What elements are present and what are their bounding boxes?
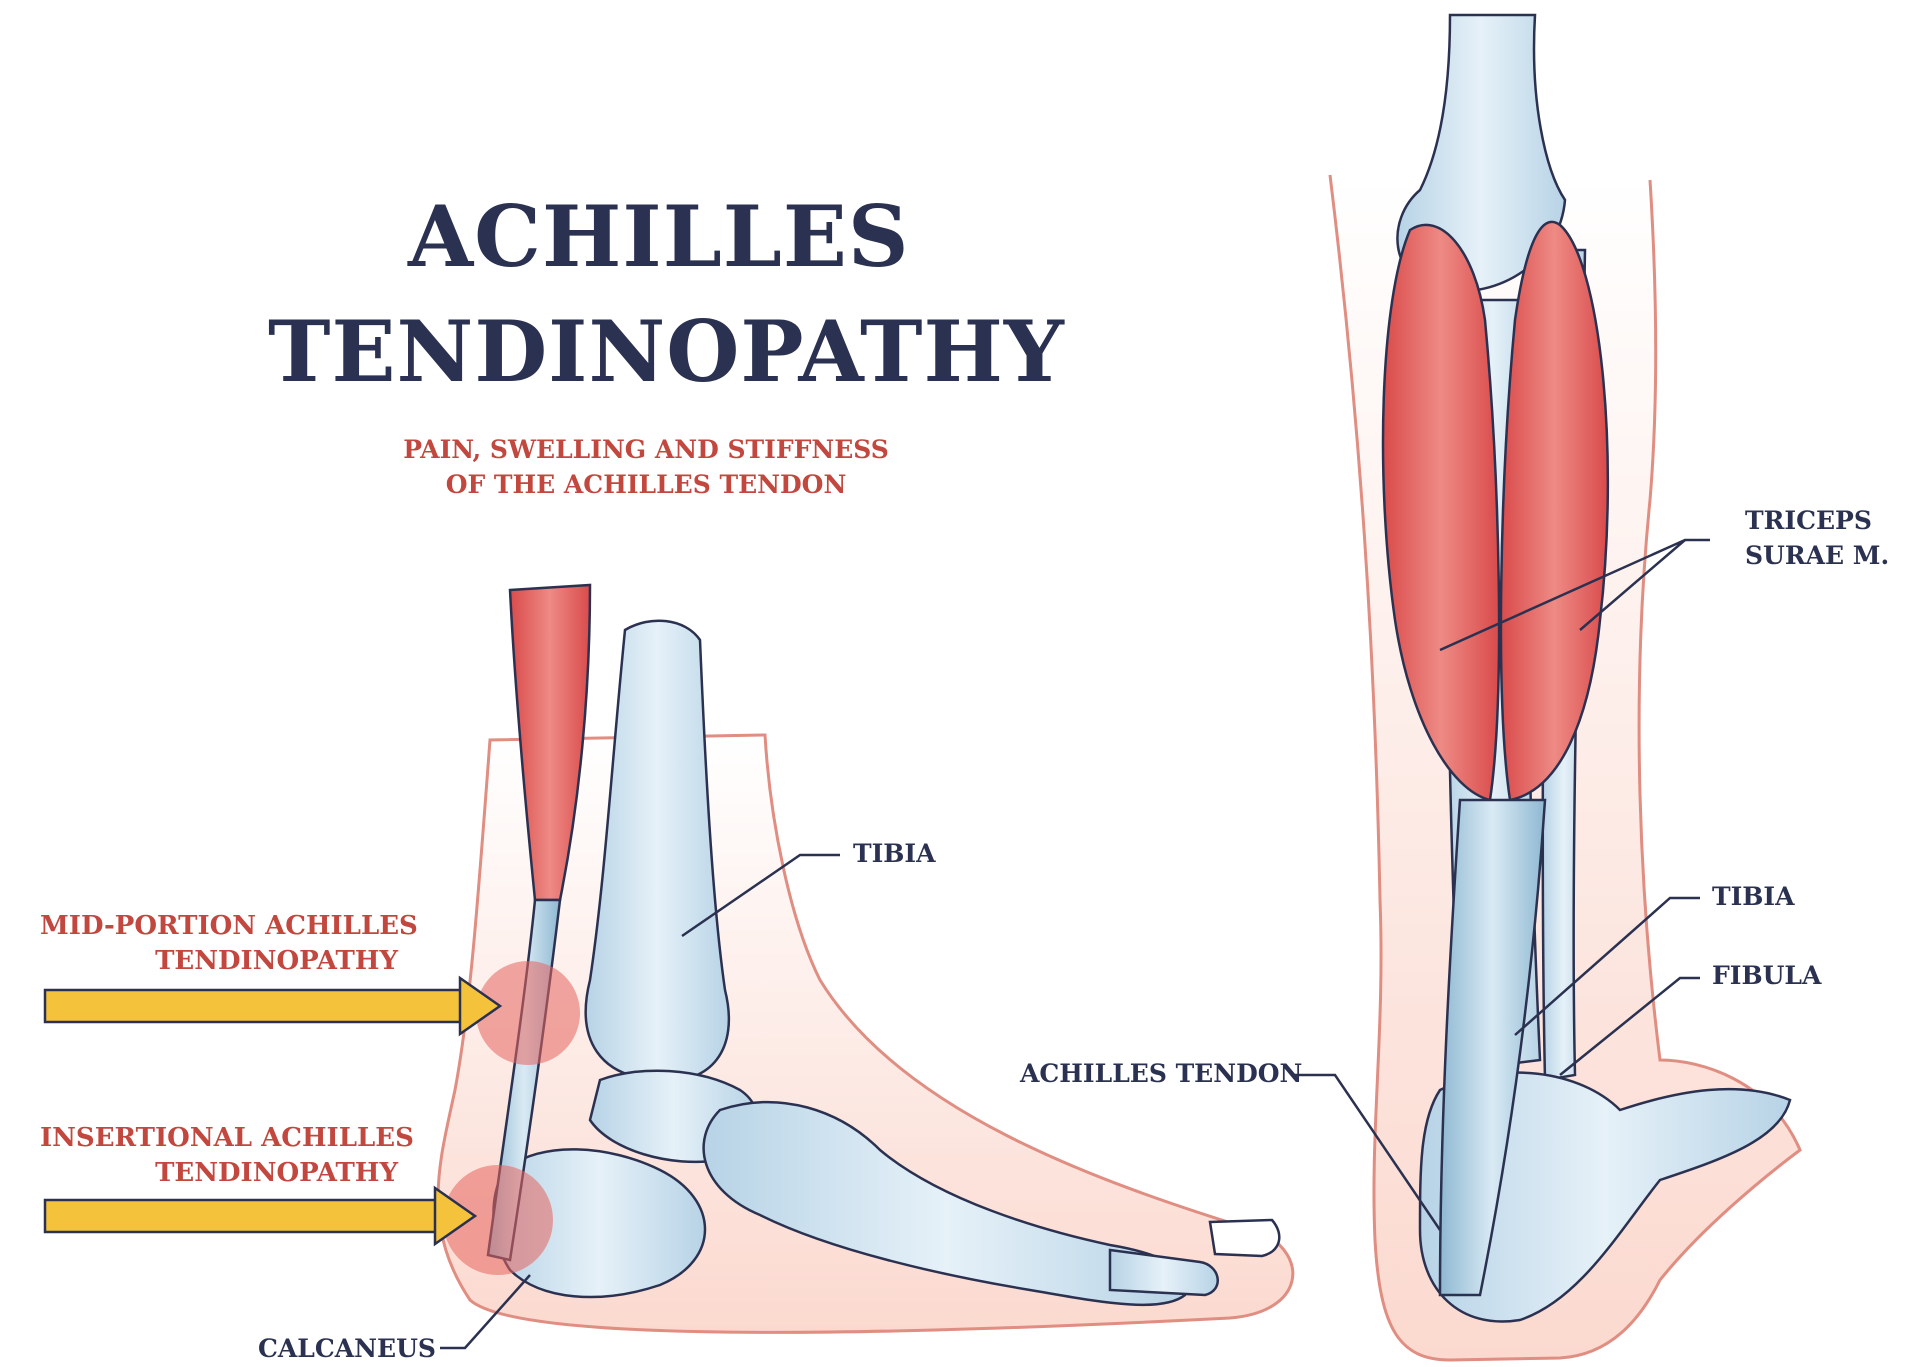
calcaneus-label: CALCANEUS	[258, 1334, 436, 1363]
insertional-label-line-1: INSERTIONAL ACHILLES	[40, 1123, 414, 1153]
insertional-label-line-2: TENDINOPATHY	[155, 1158, 398, 1188]
title-line-1: ACHILLES	[408, 187, 910, 286]
mid-portion-arrow	[43, 975, 503, 1037]
big-toe-nail	[1208, 1218, 1281, 1258]
back-tibia-leader	[1514, 896, 1700, 1036]
side-tibia-label: TIBIA	[853, 839, 936, 868]
triceps-surae-label-line-2: SURAE M.	[1745, 541, 1890, 570]
achilles-tendon-leader	[1295, 1073, 1442, 1231]
back-tibia-label: TIBIA	[1712, 882, 1795, 911]
side-view-foot	[43, 583, 1295, 1350]
insertional-arrow	[43, 1185, 478, 1247]
triceps-surae-label-line-1: TRICEPS	[1745, 506, 1872, 535]
insertional-swelling-marker	[443, 1165, 553, 1275]
mid-portion-label-line-1: MID-PORTION ACHILLES	[40, 911, 418, 941]
side-toe-bones	[1108, 1248, 1219, 1297]
side-tibia-leader	[681, 853, 840, 938]
triceps-leader	[1439, 538, 1710, 652]
mid-portion-label-line-2: TENDINOPATHY	[155, 946, 398, 976]
fibula-label: FIBULA	[1712, 961, 1822, 990]
mid-portion-swelling-marker	[476, 961, 580, 1065]
achilles-tendon-label: ACHILLES TENDON	[1020, 1059, 1303, 1088]
subtitle-line-2: OF THE ACHILLES TENDON	[445, 470, 847, 499]
subtitle-line-1: PAIN, SWELLING AND STIFFNESS	[403, 435, 889, 464]
back-foot-bones	[1418, 1071, 1792, 1323]
title-line-2: TENDINOPATHY	[268, 302, 1065, 401]
side-tibia-bone	[584, 619, 731, 1082]
back-view-leg	[1295, 13, 1802, 1362]
fibula-leader	[1559, 976, 1700, 1076]
calcaneus-leader	[440, 1274, 531, 1350]
back-achilles-tendon	[1438, 798, 1547, 1297]
triceps-lateral-head	[1499, 220, 1610, 802]
